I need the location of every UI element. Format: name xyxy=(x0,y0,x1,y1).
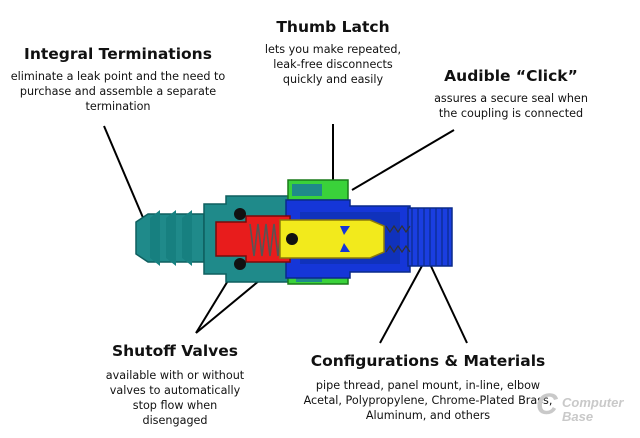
callout-line: available with or without xyxy=(105,369,245,382)
watermark-initial: C xyxy=(536,388,558,421)
callout-description: lets you make repeated, leak-free discon… xyxy=(250,42,416,87)
callout-description: assures a secure seal when the coupling … xyxy=(416,91,606,121)
callout-configurations-materials: Configurations & Materials pipe thread, … xyxy=(294,352,562,423)
callout-line: Acetal, Polypropylene, Chrome-Plated Bra… xyxy=(303,394,553,407)
callout-line: leak-free disconnects xyxy=(273,58,393,71)
computerbase-watermark: C Computer Base xyxy=(536,390,634,432)
watermark-line1: Computer xyxy=(562,395,624,410)
callout-description: eliminate a leak point and the need to p… xyxy=(4,69,232,114)
callout-line: Aluminum, and others xyxy=(365,409,491,422)
leader-audible xyxy=(351,129,455,191)
callout-description: available with or without valves to auto… xyxy=(90,368,260,428)
callout-line: lets you make repeated, xyxy=(264,43,402,56)
callout-title: Thumb Latch xyxy=(276,18,390,36)
callout-line: purchase and assemble a separate xyxy=(19,85,217,98)
callout-description: pipe thread, panel mount, in-line, elbow… xyxy=(294,378,562,423)
callout-title: Configurations & Materials xyxy=(310,352,546,370)
leader-configs-a xyxy=(379,263,424,344)
shutoff-valve-yellow xyxy=(279,219,385,259)
callout-title: Shutoff Valves xyxy=(111,342,238,360)
callout-integral-terminations: Integral Terminations eliminate a leak p… xyxy=(4,45,232,114)
shutoff-valve-red xyxy=(215,208,291,270)
leader-configs-b xyxy=(429,263,468,344)
valve-spring xyxy=(249,223,283,257)
callout-line: disengaged xyxy=(142,414,208,427)
callout-line: the coupling is connected xyxy=(438,107,584,120)
leader-lines xyxy=(103,124,468,344)
callout-line: eliminate a leak point and the need to xyxy=(10,70,226,83)
watermark-line2: Base xyxy=(562,409,594,424)
callout-line: termination xyxy=(85,100,151,113)
leader-integral xyxy=(103,125,145,221)
callout-line: stop flow when xyxy=(132,399,218,412)
callout-shutoff-valves: Shutoff Valves available with or without… xyxy=(90,342,260,428)
inner-threads xyxy=(385,224,411,254)
callout-line: assures a secure seal when xyxy=(434,92,588,105)
callout-title: Audible “Click” xyxy=(444,67,578,85)
callout-thumb-latch: Thumb Latch lets you make repeated, leak… xyxy=(250,18,416,87)
callout-audible-click: Audible “Click” assures a secure seal wh… xyxy=(416,67,606,121)
callout-title: Integral Terminations xyxy=(24,45,212,63)
callout-line: valves to automatically xyxy=(109,384,241,397)
callout-line: quickly and easily xyxy=(282,73,384,86)
pipe-thread xyxy=(407,207,453,267)
hose-barb xyxy=(135,210,205,266)
callout-line: pipe thread, panel mount, in-line, elbow xyxy=(315,379,541,392)
